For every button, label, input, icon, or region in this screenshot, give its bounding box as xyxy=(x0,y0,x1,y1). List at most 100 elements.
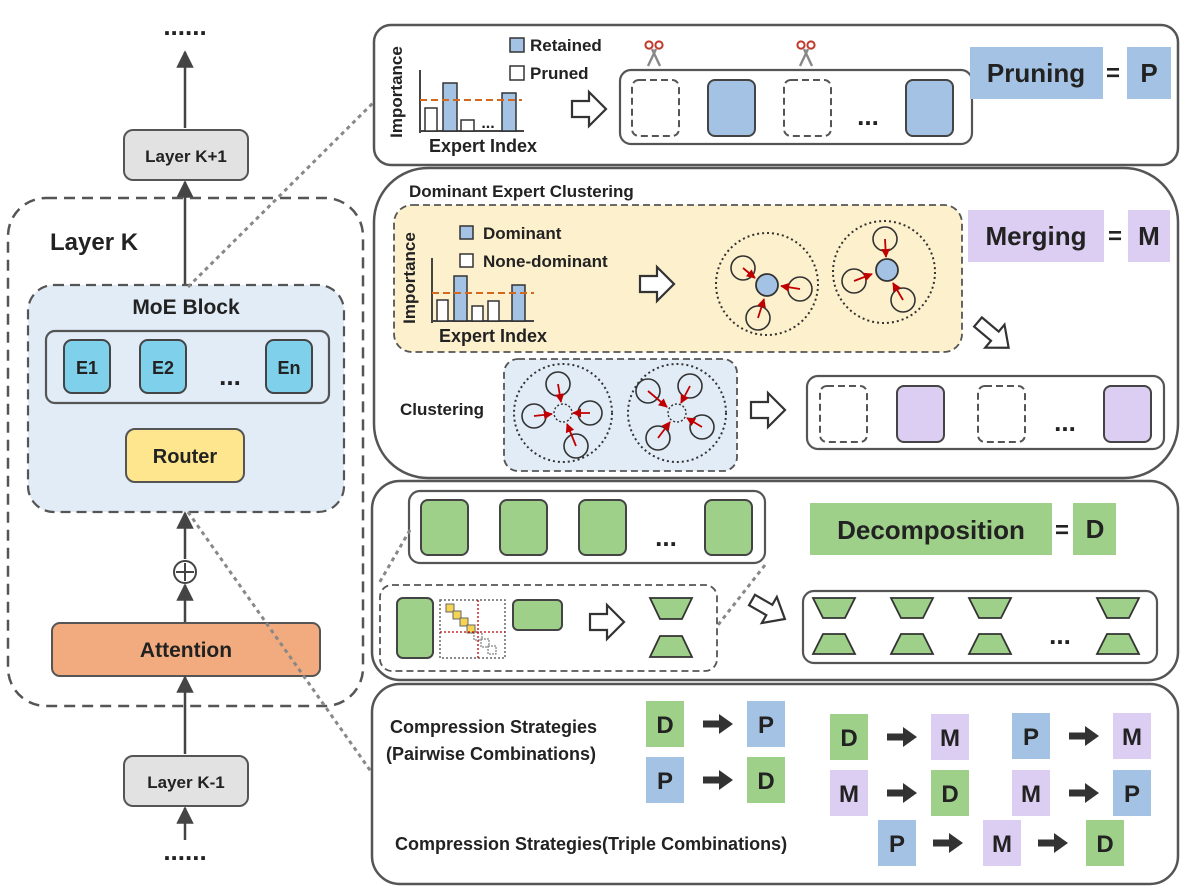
decomp-hollow-arrow xyxy=(588,602,626,642)
pair-5-second-box xyxy=(1113,770,1151,816)
pair-1-second-letter: M xyxy=(940,725,960,752)
merging-title: Merging xyxy=(985,221,1086,251)
pair-3-arrow-head xyxy=(719,770,733,790)
scissors-icon xyxy=(796,40,816,67)
connector-to-pruning xyxy=(186,86,390,289)
legend-pruned-swatch xyxy=(509,65,525,81)
retained-expert-2 xyxy=(905,79,954,137)
residual-add-icon xyxy=(173,560,197,584)
dominant-clustering-panel xyxy=(393,204,963,353)
decomp-small-matrix xyxy=(512,599,563,631)
layer-k-container: Layer K xyxy=(6,196,365,708)
attention-box: Attention xyxy=(51,622,321,677)
router-box xyxy=(125,428,245,483)
triple-label: Compression Strategies(Triple Combinatio… xyxy=(395,834,787,854)
pairwise-label-line1: Compression Strategies xyxy=(390,717,597,737)
pruning-panel: Importance ... Expert Index Retained Pru… xyxy=(372,23,1180,167)
pair-3-second-box xyxy=(747,757,785,803)
pruning-x-label: Expert Index xyxy=(429,136,537,156)
merging-title-box xyxy=(968,210,1104,262)
layer-k-label: Layer K xyxy=(50,229,139,256)
pair-4-second-letter: D xyxy=(941,781,958,808)
triple-0-box xyxy=(878,820,916,866)
expert-en xyxy=(265,339,313,394)
merging-abbr-box xyxy=(1128,210,1170,262)
legend-pruned-label: Pruned xyxy=(530,64,589,83)
merging-bar-3 xyxy=(471,305,484,322)
decomp-weight-matrix xyxy=(396,597,434,659)
decomposition-title: Decomposition xyxy=(837,515,1025,545)
pair-0-first-box xyxy=(646,701,684,747)
legend-nondominant-swatch xyxy=(459,253,474,268)
pruning-equals: = xyxy=(1106,60,1120,87)
connector-to-strategies xyxy=(186,511,374,774)
merging-diagonal-arrow xyxy=(972,315,1010,349)
decomposition-panel: ... xyxy=(370,479,1180,682)
clustering-cluster-1 xyxy=(513,363,613,463)
legend-retained-label: Retained xyxy=(530,36,602,55)
decomposition-equals: = xyxy=(1055,517,1069,544)
pair-5-first-letter: M xyxy=(1021,781,1041,808)
decomposition-abbr: D xyxy=(1086,514,1105,544)
triple-1-letter: M xyxy=(992,831,1012,858)
pruning-bar-2 xyxy=(442,82,458,132)
decomp-zoom-line-left xyxy=(376,529,412,586)
ellipsis-bottom: ...... xyxy=(163,836,206,866)
dominant-cluster-2 xyxy=(832,220,936,324)
pruning-abbr: P xyxy=(1140,58,1157,88)
pruning-title-box xyxy=(970,47,1103,99)
merging-panel: Dominant Expert Clustering Importance Ex… xyxy=(372,166,1180,480)
decomp-expert-2 xyxy=(499,499,548,556)
pair-0-second-letter: P xyxy=(758,712,774,739)
decomp-expert-3 xyxy=(578,499,627,556)
dominant-clustering-title: Dominant Expert Clustering xyxy=(409,182,634,201)
decomp-expert-1 xyxy=(420,499,469,556)
layer-k-minus-1-box: Layer K-1 xyxy=(123,755,249,807)
moe-block: MoE Block E1 E2 ... En Router xyxy=(26,283,346,514)
merging-bar-1 xyxy=(436,299,449,322)
pair-1-second-box xyxy=(931,714,969,760)
moe-block-label: MoE Block xyxy=(132,296,240,319)
decomposed-expert-1 xyxy=(811,597,857,655)
pruning-expert-row xyxy=(618,68,974,146)
svd-matrix-icon xyxy=(439,599,506,659)
merging-bar-4 xyxy=(487,300,500,322)
low-rank-expert xyxy=(648,597,694,658)
triple-arrow-0-head xyxy=(949,833,963,853)
clustering-cluster-2 xyxy=(627,363,727,463)
pruning-row-dots: ... xyxy=(857,101,879,131)
merged-away-expert-2 xyxy=(977,385,1026,443)
expert-e2-label: E2 xyxy=(152,358,174,378)
pruning-hollow-arrow xyxy=(570,89,608,129)
layer-k-plus-1-label: Layer K+1 xyxy=(145,147,227,166)
expert-e1-label: E1 xyxy=(76,358,98,378)
legend-nondominant-label: None-dominant xyxy=(483,252,608,271)
pruning-y-label: Importance xyxy=(387,46,406,138)
pair-5-arrow-head xyxy=(1085,783,1099,803)
expert-en-label: En xyxy=(277,358,300,378)
pair-2-first-box xyxy=(1012,713,1050,759)
pair-0-first-letter: D xyxy=(656,712,673,739)
pair-4-second-box xyxy=(931,770,969,816)
layer-k-plus-1-box: Layer K+1 xyxy=(123,129,249,181)
decomposition-title-box xyxy=(810,503,1052,555)
strategies-panel: Compression Strategies (Pairwise Combina… xyxy=(370,682,1180,886)
pruning-abbr-box xyxy=(1127,47,1171,99)
pruning-bar-4 xyxy=(501,92,517,132)
merging-abbr: M xyxy=(1138,221,1160,251)
merging-equals: = xyxy=(1108,223,1122,250)
decomp-expert-row xyxy=(407,489,767,565)
triple-arrow-1-head xyxy=(1054,833,1068,853)
pruning-chart-dots: ... xyxy=(481,115,494,132)
pair-0-arrow-head xyxy=(719,714,733,734)
pair-2-second-letter: M xyxy=(1122,724,1142,751)
merging-bar-5 xyxy=(511,284,526,322)
expert-e2 xyxy=(139,339,187,394)
ellipsis-top: ...... xyxy=(163,11,206,41)
decomp-row-dots: ... xyxy=(655,522,677,552)
pair-4-first-letter: M xyxy=(839,781,859,808)
experts-ellipsis: ... xyxy=(219,361,241,391)
pruning-bar-1 xyxy=(424,107,438,132)
pruned-expert-2 xyxy=(783,79,832,137)
